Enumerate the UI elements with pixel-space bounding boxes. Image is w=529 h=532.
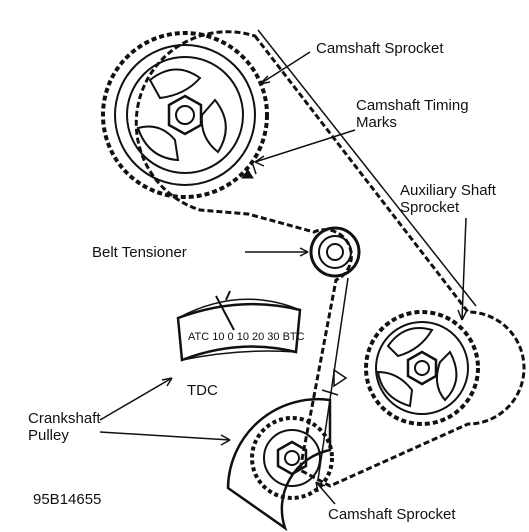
tdc-label: TDC	[187, 382, 218, 399]
auxiliary-shaft-label-line1: Auxiliary Shaft	[400, 182, 496, 199]
crankshaft-pulley-label-line2: Pulley	[28, 427, 69, 444]
camshaft-timing-marks-label-line1: Camshaft Timing	[356, 97, 469, 114]
belt-tensioner	[309, 226, 361, 278]
camshaft-sprocket-top-label: Camshaft Sprocket	[316, 40, 444, 57]
timing-scale	[176, 290, 302, 362]
crankshaft-pulley-label-line1: Crankshaft	[28, 410, 101, 427]
timing-belt	[134, 30, 526, 488]
auxiliary-shaft-label-line2: Sprocket	[400, 199, 460, 216]
camshaft-timing-marks	[241, 161, 257, 179]
auxiliary-shaft-sprocket	[364, 310, 480, 426]
leader-lines	[99, 51, 468, 505]
crankshaft-pulley	[226, 368, 348, 532]
camshaft-sprocket-bottom-label: Camshaft Sprocket	[328, 506, 456, 523]
belt-tensioner-label: Belt Tensioner	[92, 244, 187, 261]
camshaft-timing-marks-label-line2: Marks	[356, 114, 397, 131]
timing-scale-text: ATC 10 0 10 20 30 BTC	[188, 331, 305, 343]
figure-id-label: 95B14655	[33, 491, 102, 508]
camshaft-sprocket-top	[101, 31, 269, 199]
